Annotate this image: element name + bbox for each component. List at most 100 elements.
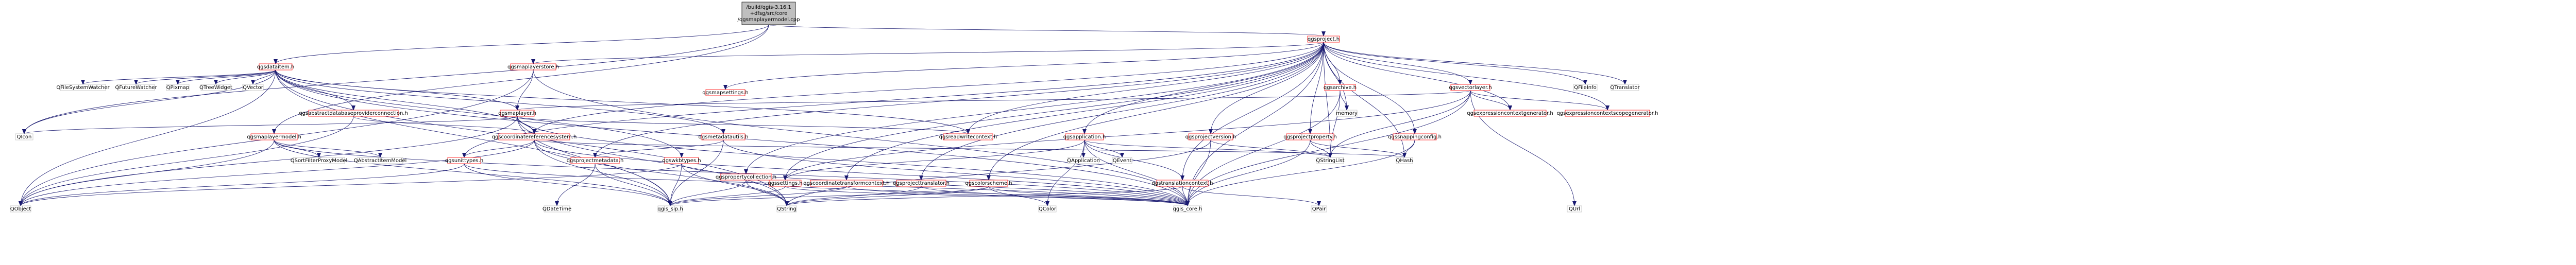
include-edge	[1180, 42, 1324, 181]
node-qstring[interactable]: QString	[776, 205, 797, 213]
include-edge	[785, 139, 1211, 206]
node-qpixmap[interactable]: QPixmap	[166, 84, 190, 91]
node-box	[200, 84, 231, 91]
node-qfileinfo[interactable]: QFileInfo	[1573, 84, 1598, 91]
node-qgswkbtypes-h[interactable]: qgswkbtypes.h	[662, 157, 701, 164]
node-label: qgis_core.h	[1173, 206, 1202, 212]
include-edge	[274, 139, 1190, 206]
node-label: qgspropertycollection.h	[716, 174, 776, 180]
node-qstringlist[interactable]: QStringList	[1316, 157, 1345, 164]
node-qgsdataitem-h[interactable]: qgsdataitem.h	[257, 63, 295, 70]
node-box	[810, 180, 883, 187]
node-qcolor[interactable]: QColor	[1038, 205, 1057, 213]
node-box	[498, 133, 570, 140]
include-edge	[532, 42, 1324, 134]
node-qgsmaplayermodel-h[interactable]: qgsmaplayermodel.h	[247, 133, 301, 140]
node-label: QApplication	[1067, 158, 1100, 164]
include-edge	[274, 139, 672, 206]
node-qgsproject-h[interactable]: qgsproject.h	[1307, 36, 1340, 43]
node-qgsapplication-h[interactable]: qgsapplication.h	[1063, 133, 1106, 140]
node-qtreewidget[interactable]: QTreeWidget	[199, 84, 232, 91]
node-qgssettings-h[interactable]: qgssettings.h	[768, 180, 803, 187]
node-qapplication[interactable]: QApplication	[1067, 157, 1100, 164]
node-box	[1307, 36, 1340, 43]
node-box	[117, 84, 155, 91]
node-label: /build/qgis-3.16.1	[746, 5, 791, 10]
node-qgsprojectversion-h[interactable]: qgsprojectversion.h	[1185, 133, 1236, 140]
node-label: qgsvectorlayer.h	[1449, 85, 1492, 91]
node-qpair[interactable]: QPair	[1311, 205, 1327, 213]
node-qvector[interactable]: QVector	[242, 84, 264, 91]
include-edge	[274, 24, 769, 64]
node-box	[250, 133, 298, 140]
node-qgsmapsettings-h[interactable]: qgsmapsettings.h	[702, 89, 749, 96]
include-edge	[1323, 42, 1609, 111]
node-qobject[interactable]: QObject	[10, 205, 31, 213]
node-qgsexpressioncontextscopegenerator-h[interactable]: qgsexpressioncontextscopegenerator.h	[1557, 110, 1658, 117]
node-qgsprojecttranslator-h[interactable]: qgsprojecttranslator.h	[893, 180, 950, 187]
node-label: qgsarchive.h	[1324, 85, 1357, 91]
include-edge	[1323, 42, 1587, 85]
node-box	[664, 157, 699, 164]
node-qurl[interactable]: QUrl	[1567, 205, 1582, 213]
node-box	[705, 89, 745, 96]
node-qgis-core-h[interactable]: qgis_core.h	[1173, 205, 1202, 213]
node-qgsexpressioncontextgenerator-h[interactable]: qgsexpressioncontextgenerator.h	[1467, 110, 1553, 117]
node-qgstranslationcontext-h[interactable]: qgstranslationcontext.h	[1152, 180, 1213, 187]
node-qgsunittypes-h[interactable]: qgsunittypes.h	[445, 157, 483, 164]
node-qgsarchive-h[interactable]: qgsarchive.h	[1324, 84, 1357, 91]
node-qsortfilterproxymodel[interactable]: QSortFilterProxyModel	[291, 157, 348, 164]
node-label: qgsprojecttranslator.h	[893, 181, 950, 186]
node-label: +dfsg/src/core	[750, 11, 788, 16]
node-qtranslator[interactable]: QTranslator	[1610, 84, 1640, 91]
include-edge	[19, 116, 354, 206]
include-edge	[1082, 42, 1324, 134]
node-qgsreadwritecontext-h[interactable]: qgsreadwritecontext.h	[939, 133, 997, 140]
node-box	[242, 84, 264, 91]
node-qgscoordinatereferencesystem-h[interactable]: qgscoordinatereferencesystem.h	[492, 133, 577, 140]
node-box	[1393, 133, 1437, 140]
include-edge	[272, 24, 769, 134]
node-qicon[interactable]: QIcon	[15, 133, 33, 140]
node-box	[701, 133, 745, 140]
node-qgspropertycollection-h[interactable]: qgspropertycollection.h	[716, 173, 776, 181]
node-qgis-sip-h[interactable]: qgis_sip.h	[657, 205, 683, 213]
include-edge	[1402, 139, 1415, 158]
include-edge	[768, 24, 1326, 37]
node-box	[1450, 84, 1490, 91]
include-edge	[275, 69, 725, 134]
node-qgsmaplayer-h[interactable]: qgsmaplayer.h	[498, 110, 536, 117]
include-edge	[668, 180, 747, 206]
node-box	[969, 180, 1008, 187]
include-edge	[1323, 42, 1406, 158]
include-edge	[919, 42, 1324, 181]
include-edge	[1328, 90, 1341, 158]
node-qgsmaplayerstore-h[interactable]: qgsmaplayerstore.h	[507, 63, 559, 70]
include-edge	[517, 116, 970, 134]
node-qgsabstractdatabaseproviderconnection-h[interactable]: qgsabstractdatabaseproviderconnection.h	[299, 110, 408, 117]
node-qevent[interactable]: QEvent	[1112, 157, 1132, 164]
node-qfuturewatcher[interactable]: QFutureWatcher	[115, 84, 157, 91]
node-label: qgssettings.h	[768, 181, 802, 186]
node-box	[1156, 180, 1209, 187]
include-edge	[81, 69, 276, 85]
include-edge	[921, 186, 1190, 206]
node-qdatetime[interactable]: QDateTime	[543, 205, 571, 213]
node-memory[interactable]: memory	[1336, 110, 1358, 117]
node-qgssnappingconfig-h[interactable]: qgssnappingconfig.h	[1388, 133, 1442, 140]
node-qabstractitemmodel[interactable]: QAbstractItemModel	[354, 157, 407, 164]
node-box	[1396, 157, 1413, 164]
include-edge	[1470, 90, 1512, 111]
node-qgscolorscheme-h[interactable]: qgscolorscheme.h	[965, 180, 1012, 187]
node-label: qgsprojectversion.h	[1185, 134, 1236, 140]
include-edge	[1470, 90, 1577, 206]
node-qgsprojectmetadata-h[interactable]: qgsprojectmetadata.h	[567, 157, 624, 164]
node-qhash[interactable]: QHash	[1396, 157, 1413, 164]
node-label: qgsunittypes.h	[445, 158, 483, 164]
node-qfilesystemwatcher[interactable]: QFileSystemWatcher	[56, 84, 110, 91]
node-qgsvectorlayer-h[interactable]: qgsvectorlayer.h	[1449, 84, 1492, 91]
node-qgscoordinatetransformcontext-h[interactable]: qgscoordinatetransformcontext.h	[803, 180, 890, 187]
node-qgsmetadatautils-h[interactable]: qgsmetadatautils.h	[699, 133, 749, 140]
node-label: /qgsmaplayermodel.cpp	[738, 17, 800, 23]
node-qgsprojectproperty-h[interactable]: qgsprojectproperty.h	[1283, 133, 1337, 140]
